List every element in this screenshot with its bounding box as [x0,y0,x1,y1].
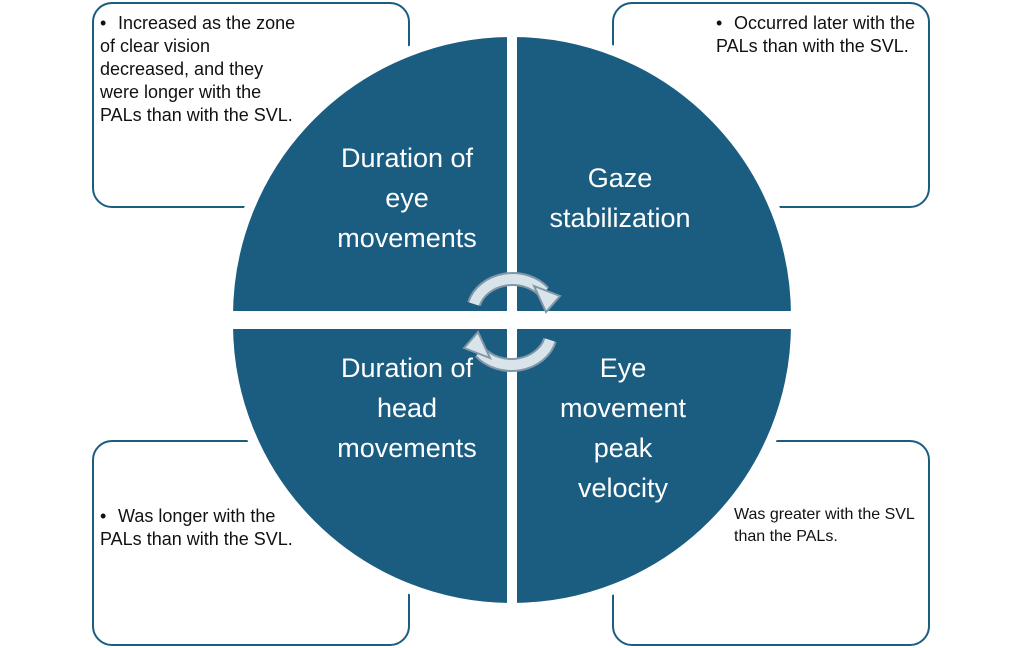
quadrant-label-gaze-stabilization: Gaze stabilization [549,163,691,233]
quadrant-label-eye-movement-peak-velocity: Eye movement peak velocity [559,353,687,503]
quadrant-label-duration-eye-movements: Duration of eye movements [337,143,477,253]
quadrant-bottom-left [222,319,517,614]
bullet-icon: • [716,13,723,33]
circular-arrows-icon [462,272,562,372]
note-text-bottom-right: Was greater with the SVL than the PALs. [734,506,915,545]
quadrant-top-right [507,26,802,321]
bullet-icon: • [100,13,107,33]
note-top-right: •Occurred later with the PALs than with … [716,12,916,58]
note-text-bottom-left: Was longer with the PALs than with the S… [100,506,293,549]
note-text-top-right: Occurred later with the PALs than with t… [716,13,916,56]
quadrant-bottom-right [507,319,802,614]
bullet-icon: • [100,506,107,526]
note-top-left: •Increased as the zone of clear vision d… [100,12,300,127]
note-bottom-right: Was greater with the SVL than the PALs. [734,504,929,548]
quadrant-label-duration-head-movements: Duration of head movements [337,353,477,463]
note-text-top-left: Increased as the zone of clear vision de… [100,13,296,125]
quadrant-top-left [222,26,517,321]
note-bottom-left: •Was longer with the PALs than with the … [100,505,305,551]
